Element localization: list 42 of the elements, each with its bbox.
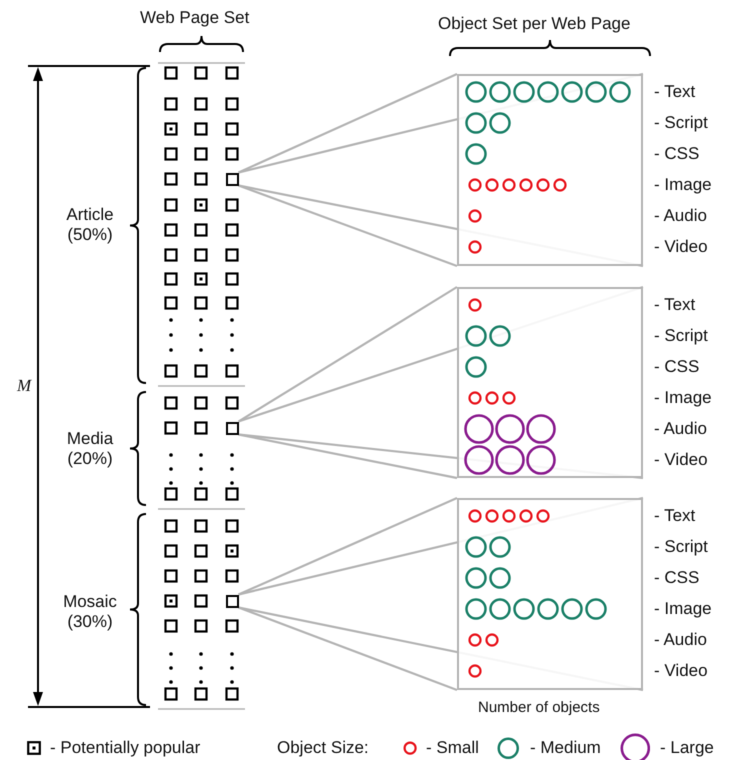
section-heading: Web Page Set — [140, 8, 250, 28]
row-label: - Script — [654, 113, 708, 133]
legend-label: - Medium — [530, 738, 601, 758]
row-label: - Audio — [654, 419, 707, 439]
zoom-line — [238, 73, 458, 174]
legend-label: - Small — [426, 738, 479, 758]
web-page-square — [226, 594, 238, 608]
row-label: - Image — [654, 175, 712, 195]
row-label: - Image — [654, 599, 712, 619]
group-label: Media (20%) — [66, 429, 114, 469]
row-label: - CSS — [654, 568, 700, 588]
axis-label: Number of objects — [478, 698, 600, 718]
row-label: - CSS — [654, 144, 700, 164]
row-label: - Audio — [654, 630, 707, 650]
object-set-panel — [457, 74, 643, 266]
row-label: - Video — [654, 237, 708, 257]
zoom-line — [238, 497, 458, 596]
legend-title: Object Size: — [277, 738, 369, 758]
row-label: - Video — [654, 661, 708, 681]
legend-label: - Large — [660, 738, 714, 758]
section-heading: Object Set per Web Page — [438, 14, 630, 34]
row-label: - Text — [654, 295, 696, 315]
row-label: - Text — [654, 82, 696, 102]
web-page-square — [226, 422, 238, 434]
row-label: - Script — [654, 326, 708, 346]
row-label: - CSS — [654, 357, 700, 377]
row-label: - Video — [654, 450, 708, 470]
row-label: - Audio — [654, 206, 707, 226]
group-label: Article (50%) — [65, 205, 115, 245]
zoom-line — [238, 433, 458, 480]
group-label: Mosaic (30%) — [62, 592, 118, 632]
dimension-label: M — [17, 376, 32, 396]
zoom-line — [238, 286, 458, 422]
row-label: - Script — [654, 537, 708, 557]
zoom-line — [238, 184, 458, 268]
object-set-panel — [457, 287, 643, 478]
row-label: - Text — [654, 506, 696, 526]
object-set-panel — [457, 498, 643, 690]
web-page-square — [226, 172, 238, 186]
legend-label: - Potentially popular — [50, 738, 200, 758]
row-label: - Image — [654, 388, 712, 408]
zoom-line — [238, 606, 458, 692]
